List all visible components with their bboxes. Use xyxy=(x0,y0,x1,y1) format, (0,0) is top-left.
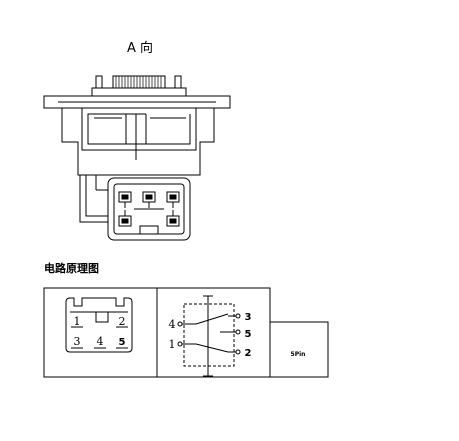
connector-pinout: 1 2 3 4 5 xyxy=(65,297,133,353)
switch-pin-5: 5 xyxy=(245,329,252,340)
schematic-table xyxy=(43,287,329,378)
switch-pin-2: 2 xyxy=(245,348,252,359)
switch-pin-4: 4 xyxy=(169,318,176,331)
connector-pin-4: 4 xyxy=(97,335,104,348)
connector-pin-3: 3 xyxy=(74,335,81,348)
connector-pin-2: 2 xyxy=(119,315,126,328)
switch-pin-3: 3 xyxy=(245,312,252,323)
pin-count-label: 5Pin xyxy=(291,351,306,358)
switch-pin-1: 1 xyxy=(169,338,176,351)
connector-pin-1: 1 xyxy=(74,315,81,328)
switch-schematic: 4 1 3 5 2 xyxy=(169,295,252,377)
component-outline xyxy=(43,75,231,223)
connector-pin-5: 5 xyxy=(119,337,126,348)
view-label: A 向 xyxy=(127,40,153,56)
section-title: 电路原理图 xyxy=(44,261,99,275)
connector-housing xyxy=(107,177,191,241)
